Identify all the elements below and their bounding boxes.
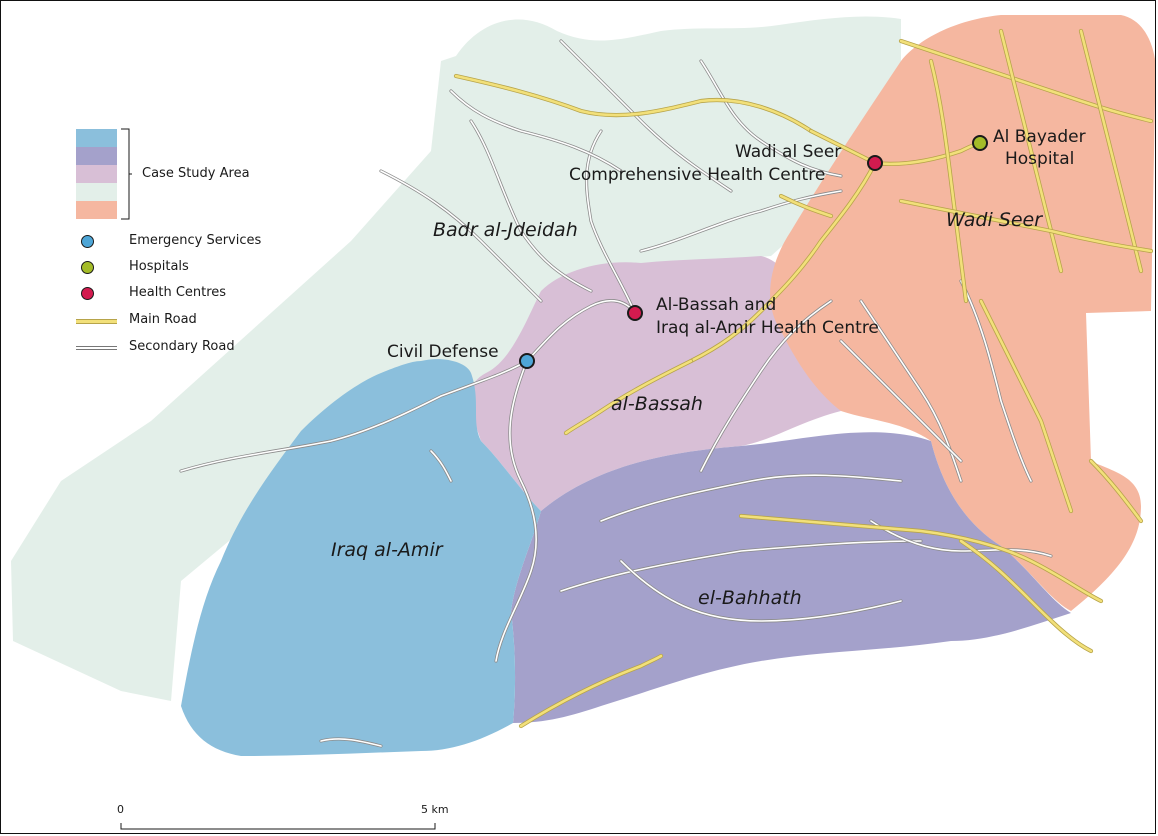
region-al-bassah[interactable] [470,256,841,511]
road-line [620,560,902,622]
main-roads [453,28,1154,729]
label-wadi-seer-centre-line1: Wadi al Seer [735,142,842,162]
road-line [979,299,1073,513]
road-line [320,738,382,747]
scale-bar [120,823,436,830]
legend-swatch-iraq-al-amir [76,129,117,147]
road-line [899,39,1153,123]
road-line [430,450,452,482]
road-line [380,170,542,302]
road-line [929,59,968,303]
label-bassah-centre-line1: Al-Bassah and [656,295,777,315]
label-el-bahhath: el-Bahhath [698,587,802,609]
road-line [700,60,842,177]
road-line [779,194,833,218]
legend-swatch-badr-al-jdeidah [76,183,117,201]
legend-health-centre-dot [81,287,94,300]
label-badr-al-jdeidah: Badr al-Jdeidah [433,219,578,241]
road-line [870,520,1052,557]
road-line [454,74,813,133]
region-iraq-al-amir[interactable] [181,359,541,756]
marker-al-bayader-hospital[interactable] [972,135,988,151]
road-line [739,514,1103,603]
legend-swatch-wadi-seer [76,201,117,219]
legend-case-study-label: Case Study Area [142,166,250,181]
marker-civil-defense[interactable] [519,353,535,369]
road-line [450,90,622,172]
road-line [809,129,982,166]
label-bayader-line2: Hospital [1005,149,1075,169]
legend-emergency-dot [81,235,94,248]
road-line [470,120,592,292]
legend-swatch-al-bassah [76,165,117,183]
road-line [1079,29,1143,273]
legend-secondary-road-line [76,346,117,350]
legend-emergency-label: Emergency Services [129,233,262,248]
road-line [519,654,663,728]
road-line [1089,459,1143,523]
label-al-bassah: al-Bassah [611,393,703,415]
legend-main-road-label: Main Road [129,312,197,327]
legend-hospital-dot [81,261,94,274]
road-line [180,360,528,472]
secondary-roads [179,39,1053,748]
road-line [526,299,636,362]
label-wadi-seer: Wadi Seer [946,209,1043,231]
label-bassah-centre-line2: Iraq al-Amir Health Centre [656,318,879,338]
label-bayader-line1: Al Bayader [993,127,1086,147]
road-line [899,199,1153,253]
legend-main-road-line [76,319,117,324]
legend-bracket [121,128,132,220]
legend-secondary-road-label: Secondary Road [129,339,235,354]
label-civil-defense: Civil Defense [387,342,499,362]
legend-hospitals-label: Hospitals [129,259,189,274]
label-wadi-seer-centre-line2: Comprehensive Health Centre [569,165,826,185]
road-line [564,359,693,435]
road-line [640,190,842,252]
legend-swatch-el-bahhath [76,147,117,165]
road-line [840,340,962,462]
marker-al-bassah-health-centre[interactable] [627,305,643,321]
region-badr-al-jdeidah[interactable] [11,16,901,702]
road-line [560,540,922,592]
legend-health-centres-label: Health Centres [129,285,227,300]
road-line [585,130,636,314]
scale-start-label: 0 [117,803,124,816]
scale-end-label: 5 km [421,803,449,816]
road-line [959,539,1093,653]
region-wadi-seer[interactable] [770,15,1156,611]
road-line [495,360,537,662]
road-line [600,474,902,522]
road-line [999,29,1063,273]
road-line [689,161,877,363]
marker-wadi-seer-health-centre[interactable] [867,155,883,171]
road-line [700,300,832,472]
road-line [960,280,1032,482]
label-iraq-al-amir: Iraq al-Amir [331,539,443,561]
road-line [560,40,732,192]
